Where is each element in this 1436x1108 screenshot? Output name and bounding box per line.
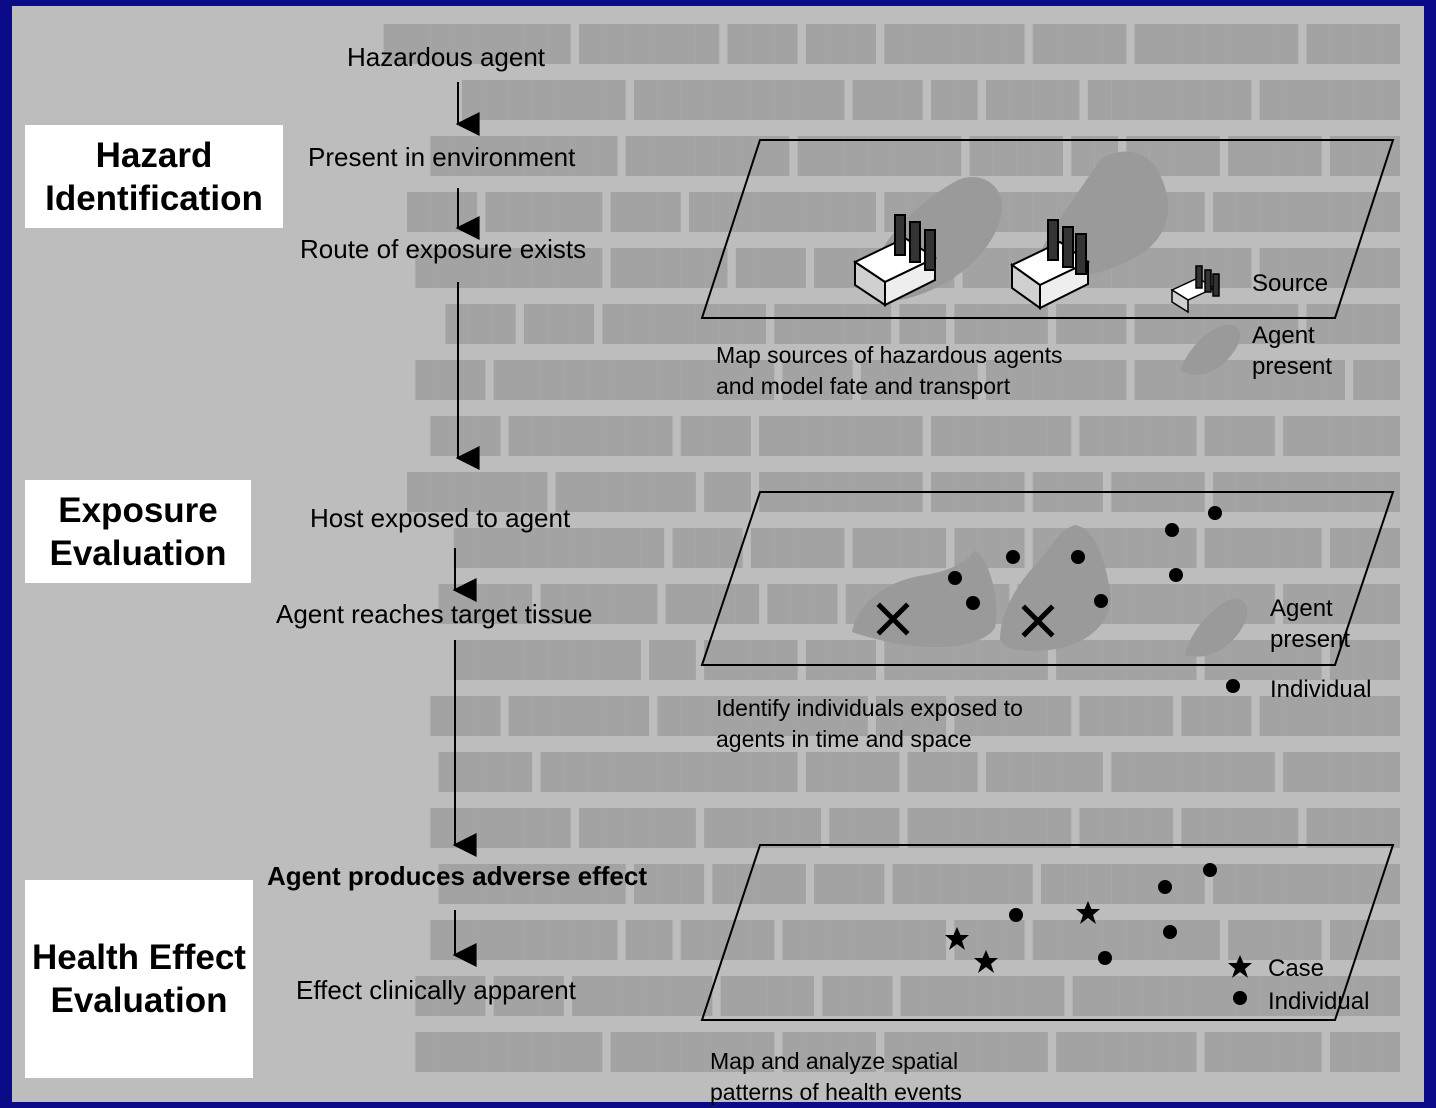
individual-dots-middle [948,506,1240,693]
step-host-exposed: Host exposed to agent [310,503,571,533]
step-present-in-environment: Present in environment [308,142,576,172]
case-star [974,950,998,973]
individual-dot [1006,550,1020,564]
individual-dot [1009,908,1023,922]
individual-dot [948,571,962,585]
agent-present-icon-middle [1185,598,1248,657]
individual-legend-dot-bottom [1233,991,1247,1005]
individual-dots-bottom [1009,863,1247,1005]
individual-dot [1203,863,1217,877]
legend-source: Source [1252,270,1329,297]
individual-dot [1158,880,1172,894]
stage-health-effect-evaluation: Health Effect Evaluation [25,880,253,1078]
individual-dot [1208,506,1222,520]
step-hazardous-agent: Hazardous agent [347,42,546,72]
individual-dot [1163,925,1177,939]
case-star [1076,901,1100,924]
x-marker-1 [876,602,910,636]
panel-sources-map [700,139,1395,375]
stage-hazard-identification: Hazard Identification [25,125,283,228]
case-star [945,927,969,950]
step-agent-produces-effect: Agent produces adverse effect [267,861,648,891]
individual-dot [1098,951,1112,965]
step-agent-reaches-tissue: Agent reaches target tissue [276,599,593,629]
panel-exposure-map [700,491,1395,693]
individual-dot [1071,550,1085,564]
case-stars [945,901,1252,978]
map-plane-bottom [700,844,1395,1021]
caption-bottom-panel: Map and analyze spatial patterns of heal… [710,1048,962,1105]
legend-agent-present-middle: Agent present [1270,595,1351,653]
source-icon [1170,265,1220,314]
factory-icon-1 [852,214,938,307]
caption-top-panel: Map sources of hazardous agents and mode… [716,342,1063,399]
individual-dot [1165,523,1179,537]
individual-dot [1169,568,1183,582]
legend-individual-bottom: Individual [1268,988,1370,1015]
x-marker-2 [1021,604,1055,638]
map-plane-middle [700,491,1395,666]
individual-legend-dot-middle [1226,679,1240,693]
legend-case: Case [1268,955,1325,982]
panel-health-map [700,844,1395,1021]
x-markers [876,602,1055,638]
step-effect-clinically-apparent: Effect clinically apparent [296,975,576,1005]
legend-agent-present-top: Agent present [1252,322,1333,380]
individual-dot [966,596,980,610]
agent-present-icon-top [1180,324,1241,375]
legend-individual-middle: Individual [1270,676,1372,703]
stage-exposure-evaluation: Exposure Evaluation [25,480,251,583]
individual-dot [1094,594,1108,608]
map-plane-top [700,139,1395,319]
case-legend-star [1228,955,1252,978]
step-route-of-exposure: Route of exposure exists [300,234,587,264]
factory-icon-2 [1010,219,1090,310]
agent-plume-4 [1000,525,1111,651]
caption-middle-panel: Identify individuals exposed to agents i… [716,695,1023,752]
flow-arrows [452,82,480,967]
